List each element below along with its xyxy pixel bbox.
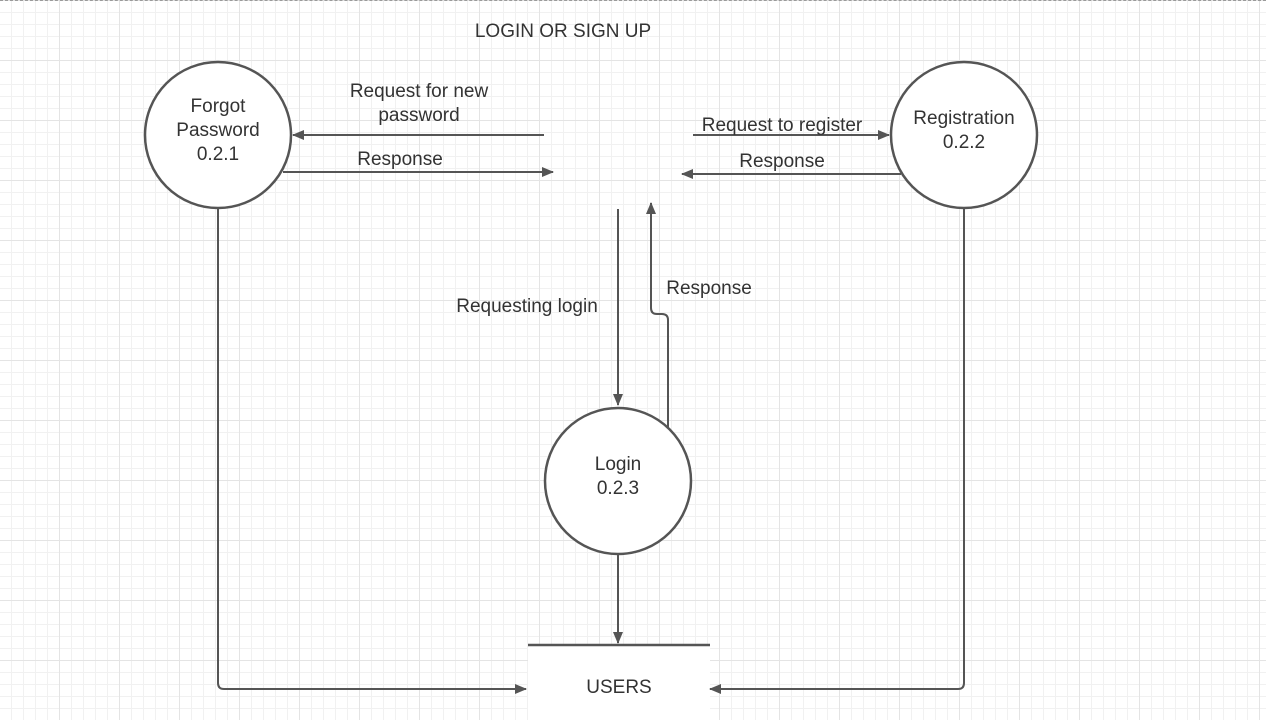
forgot-password-line1: Forgot — [190, 96, 246, 117]
registration-line1: Registration — [913, 108, 1015, 129]
flow-label-login-response: Response — [666, 278, 752, 299]
canvas-top-border — [0, 0, 1266, 1]
request-new-password-line2: password — [378, 105, 460, 126]
process-forgot-password-label: Forgot Password 0.2.1 — [176, 95, 259, 167]
process-login-label: Login 0.2.3 — [595, 453, 642, 501]
process-login[interactable] — [543, 406, 693, 556]
registration-number: 0.2.2 — [942, 132, 986, 153]
flow-registration-to-users[interactable] — [709, 208, 965, 694]
diagram-title: LOGIN OR SIGN UP — [474, 21, 652, 42]
login-line1: Login — [594, 454, 642, 475]
flow-label-requesting-login: Requesting login — [456, 296, 598, 317]
forgot-password-line2: Password — [176, 120, 260, 141]
request-new-password-line1: Request for new — [349, 81, 489, 102]
flow-label-request-new-password: Request for new password — [350, 80, 488, 128]
data-store-label: USERS — [586, 677, 652, 698]
flow-login-response[interactable] — [646, 202, 669, 428]
data-store-background — [528, 645, 710, 720]
flow-forgot-to-users[interactable] — [217, 208, 527, 694]
flow-label-registration-response: Response — [739, 151, 825, 172]
login-number: 0.2.3 — [596, 478, 640, 499]
forgot-password-number: 0.2.1 — [196, 144, 240, 165]
flow-label-forgot-response: Response — [357, 149, 443, 170]
flow-label-request-register: Request to register — [701, 115, 863, 136]
process-registration-label: Registration 0.2.2 — [913, 107, 1014, 155]
